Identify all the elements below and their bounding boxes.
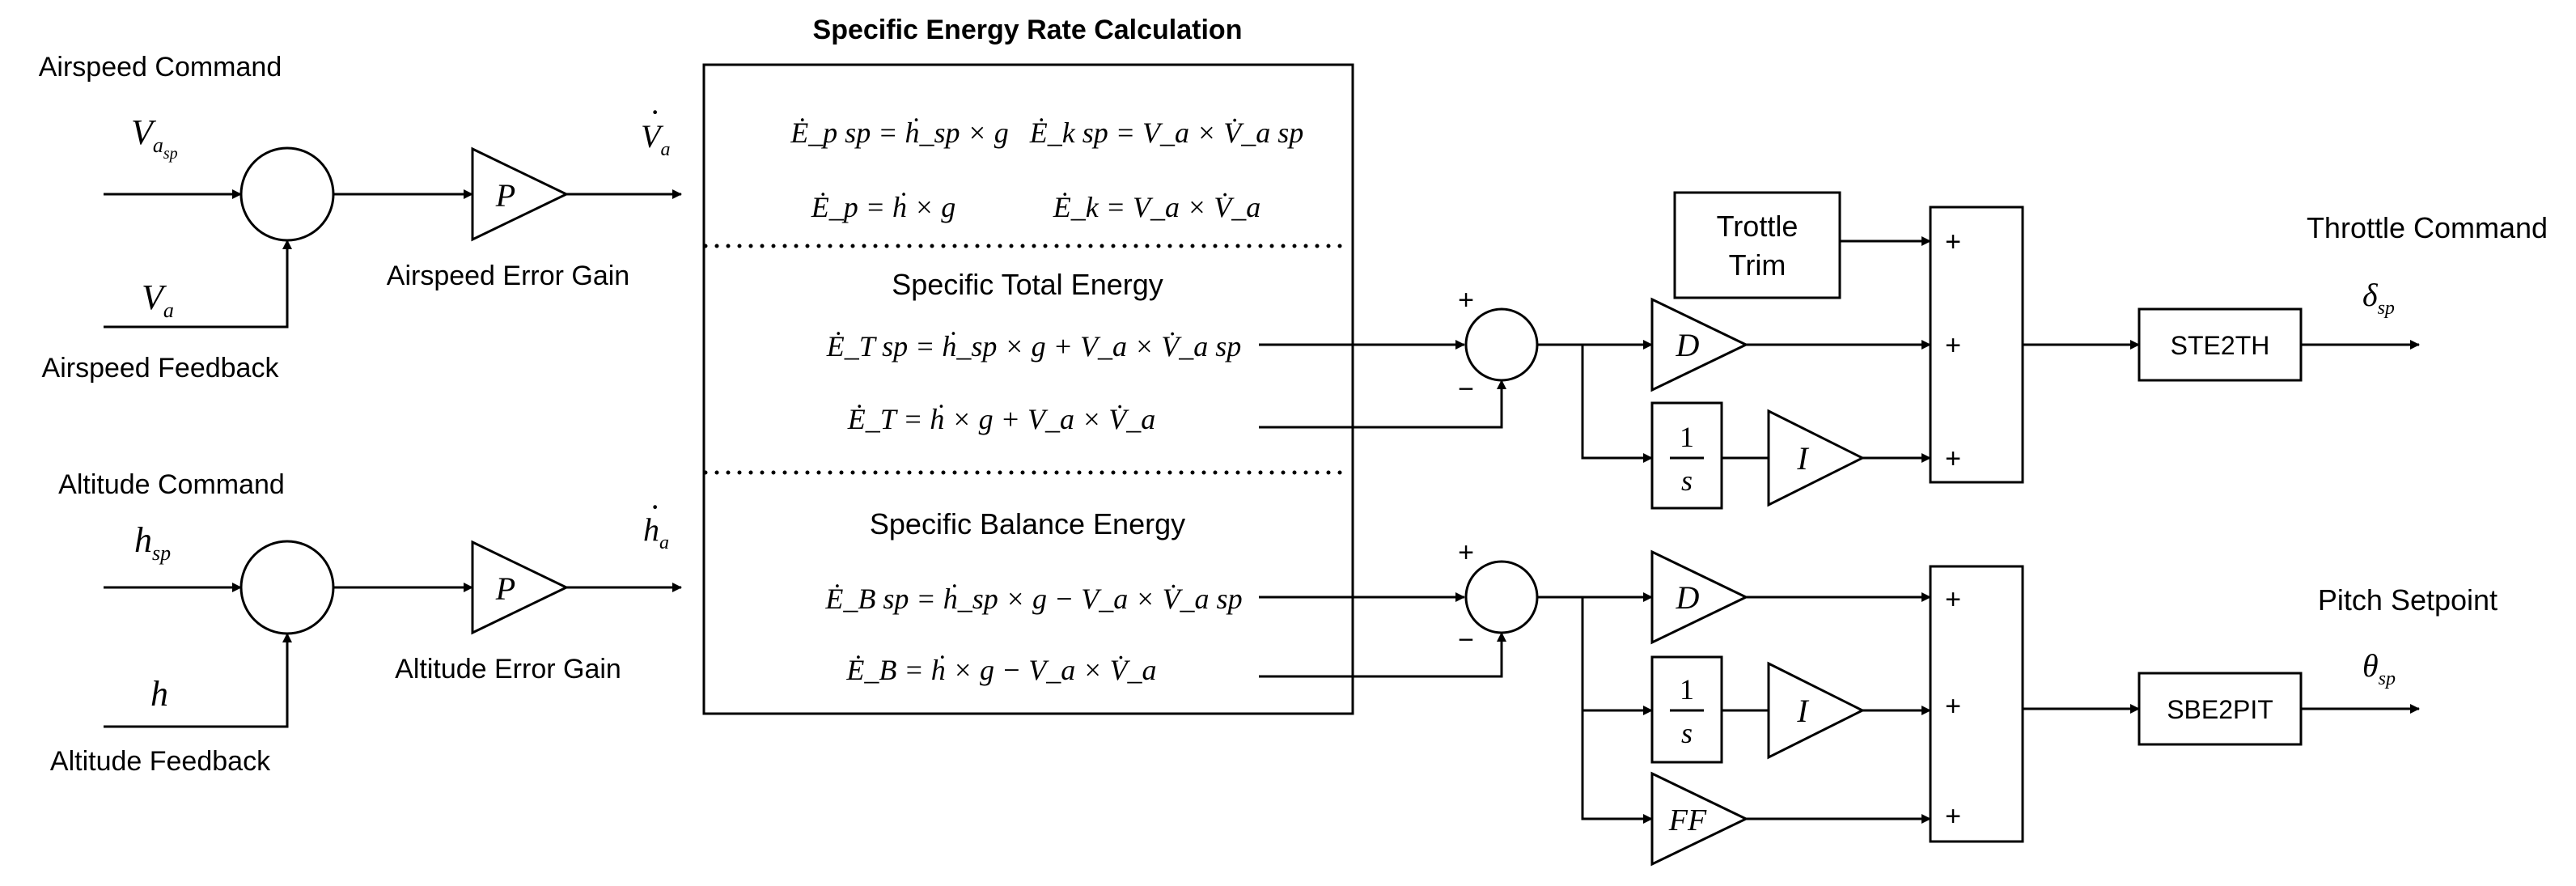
pitch-sum-plus-3: + [1945, 801, 1961, 832]
altitude-p-gain [471, 540, 570, 635]
eq-ep-sp: Ė_p sp = ḣ_sp × g [790, 117, 1009, 149]
balance-i-label: I [1796, 693, 1809, 729]
sbe2pit-block [2137, 672, 2303, 746]
airspeed-error-gain-label: Airspeed Error Gain [387, 261, 629, 291]
total-energy-sum [1464, 307, 1539, 382]
trim-line1: Trottle [1717, 210, 1799, 243]
pitch-sum-block [1929, 565, 2024, 843]
airspeed-sum-junction [239, 146, 335, 242]
balance-d-label: D [1676, 579, 1700, 616]
pitch-setpoint-label: Pitch Setpoint [2318, 583, 2498, 617]
balance-ff-gain [1650, 771, 1749, 867]
ste2th-block [2137, 307, 2303, 382]
ha-dot-symbol: ha [643, 511, 669, 553]
total-i-label: I [1796, 440, 1809, 477]
balance-ff-label: FF [1668, 803, 1707, 837]
energy-rate-box [702, 63, 1354, 715]
altitude-sum-junction [239, 540, 335, 635]
throttle-command-label: Throttle Command [2307, 211, 2548, 244]
airspeed-feedback-label: Airspeed Feedback [42, 353, 280, 384]
va-dot-symbol: Va [641, 118, 670, 160]
balance-int-den: s [1681, 717, 1693, 749]
diagram-title: Specific Energy Rate Calculation [813, 15, 1243, 45]
airspeed-feedback-arrow [104, 240, 292, 329]
va-sp-symbol: Vasp [131, 112, 178, 163]
balance-energy-heading: Specific Balance Energy [870, 507, 1185, 541]
va-dot-accent: · [650, 94, 660, 130]
eq-et-sp: Ė_T sp = ḣ_sp × g + V_a × V̇_a sp [826, 330, 1242, 362]
balance-sum-minus: − [1458, 625, 1474, 655]
et-arrow [1259, 379, 1506, 429]
pitch-sum-plus-1: + [1945, 584, 1961, 615]
total-d-label: D [1676, 327, 1700, 363]
total-int-num: 1 [1680, 421, 1694, 453]
throttle-symbol: δsp [2362, 277, 2395, 319]
eb-arrow [1259, 632, 1506, 678]
total-err-to-int [1581, 345, 1653, 463]
balance-sum-plus: + [1458, 537, 1474, 568]
total-sum-plus: + [1458, 285, 1474, 316]
eq-et: Ė_T = ḣ × g + V_a × V̇_a [847, 403, 1156, 435]
eq-eb-sp: Ė_B sp = ḣ_sp × g − V_a × V̇_a sp [824, 583, 1242, 615]
altitude-p-label: P [495, 570, 515, 607]
total-energy-heading: Specific Total Energy [892, 268, 1163, 301]
altitude-feedback-arrow [104, 633, 292, 728]
airspeed-p-gain [471, 146, 570, 242]
throttle-sum-plus-1: + [1945, 227, 1961, 257]
balance-d-gain [1650, 549, 1749, 645]
sbe2pit-label: SBE2PIT [2167, 695, 2273, 724]
ha-dot-accent: · [650, 489, 660, 525]
throttle-sum-plus-2: + [1945, 330, 1961, 361]
h-symbol: h [150, 674, 168, 714]
balance-energy-sum [1464, 560, 1539, 634]
throttle-sum-block [1929, 206, 2024, 484]
balance-i-gain [1767, 661, 1866, 760]
eq-ek: Ė_k = V_a × V̇_a [1053, 191, 1261, 223]
altitude-feedback-label: Altitude Feedback [50, 746, 271, 777]
balance-err-trunk [1581, 597, 1653, 824]
airspeed-p-label: P [495, 177, 515, 214]
throttle-trim-block [1673, 191, 1841, 299]
total-int-den: s [1681, 464, 1693, 497]
altitude-command-label: Altitude Command [58, 469, 285, 500]
altitude-error-gain-label: Altitude Error Gain [395, 654, 621, 685]
h-sp-symbol: hsp [134, 520, 171, 565]
pitch-sum-plus-2: + [1945, 691, 1961, 722]
pitch-symbol: θsp [2362, 647, 2396, 689]
eq-ek-sp: Ė_k sp = V_a × V̇_a sp [1029, 117, 1304, 149]
eq-ep: Ė_p = ḣ × g [811, 191, 956, 223]
airspeed-command-label: Airspeed Command [39, 52, 282, 83]
total-d-gain [1650, 297, 1749, 392]
trim-line2: Trim [1729, 248, 1786, 282]
total-i-gain [1767, 409, 1866, 507]
eq-eb: Ė_B = ḣ × g − V_a × V̇_a [845, 654, 1156, 686]
va-symbol: Va [142, 278, 174, 322]
total-integrator [1650, 401, 1723, 510]
total-sum-minus: − [1458, 374, 1474, 405]
balance-int-num: 1 [1680, 673, 1694, 706]
throttle-sum-plus-3: + [1945, 443, 1961, 474]
ste2th-label: STE2TH [2171, 331, 2270, 360]
